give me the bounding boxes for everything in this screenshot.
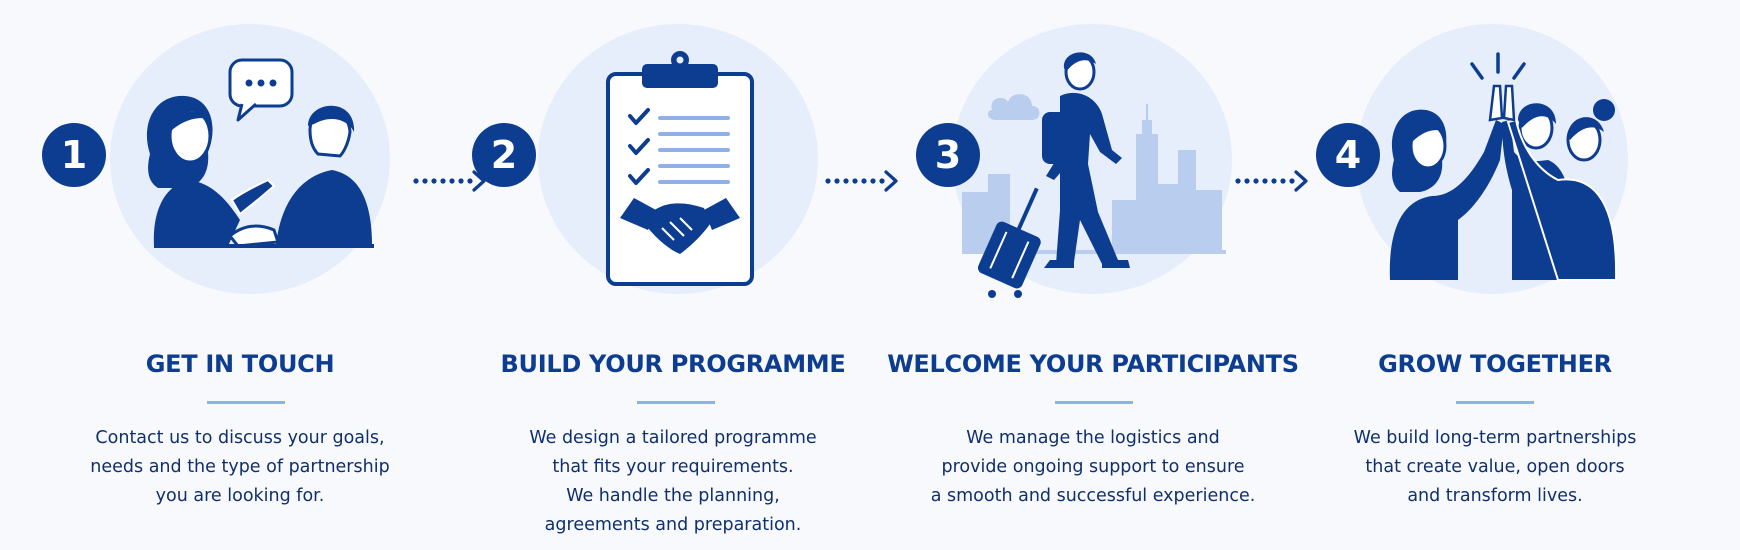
traveler-city-illustration <box>962 52 1226 298</box>
dotted-arrow-icon <box>825 170 898 192</box>
description-line: a smooth and successful experience. <box>930 486 1256 506</box>
description-line: Contact us to discuss your goals, <box>95 428 385 448</box>
conversation-illustration <box>146 58 374 248</box>
step-2: 2 BUILD YOUR PROGRAMME We design a tailo… <box>460 0 890 550</box>
title-underline <box>207 401 285 404</box>
description-line: provide ongoing support to ensure <box>941 457 1245 477</box>
step-number-badge: 2 <box>472 123 536 187</box>
step-description: Contact us to discuss your goals, needs … <box>25 424 455 511</box>
description-line: We build long-term partnerships <box>1353 428 1637 448</box>
description-line: We manage the logistics and <box>966 428 1220 448</box>
step-number-badge: 3 <box>916 123 980 187</box>
step-1: 1 GET IN TOUCH Contact us to discuss you… <box>30 0 460 550</box>
step-number-badge: 4 <box>1316 123 1380 187</box>
description-line: that fits your requirements. <box>552 457 794 477</box>
step-title: WELCOME YOUR PARTICIPANTS <box>887 350 1299 378</box>
step-3: 3 WELCOME YOUR PARTICIPANTS We manage th… <box>872 0 1302 550</box>
description-line: you are looking for. <box>155 486 325 506</box>
step-number-badge: 1 <box>42 123 106 187</box>
step-title: BUILD YOUR PROGRAMME <box>500 350 846 378</box>
step-description: We manage the logistics and provide ongo… <box>878 424 1308 511</box>
high-five-illustration <box>1389 52 1618 281</box>
clipboard-handshake-illustration <box>606 51 754 286</box>
description-line: that create value, open doors <box>1365 457 1625 477</box>
description-line: We handle the planning, <box>566 486 780 506</box>
title-underline <box>1055 401 1133 404</box>
step-description: We build long-term partnerships that cre… <box>1280 424 1710 511</box>
description-line: and transform lives. <box>1407 486 1583 506</box>
description-line: needs and the type of partnership <box>90 457 390 477</box>
step-4: 4 GROW TOGETHER We build long-term partn… <box>1280 0 1710 550</box>
step-title: GROW TOGETHER <box>1378 350 1612 378</box>
description-line: We design a tailored programme <box>529 428 817 448</box>
dotted-arrow-icon <box>1235 170 1308 192</box>
dotted-arrow-icon <box>413 170 486 192</box>
step-description: We design a tailored programme that fits… <box>458 424 888 540</box>
step-title: GET IN TOUCH <box>145 350 335 378</box>
description-line: agreements and preparation. <box>544 515 802 535</box>
title-underline <box>637 401 715 404</box>
title-underline <box>1456 401 1534 404</box>
